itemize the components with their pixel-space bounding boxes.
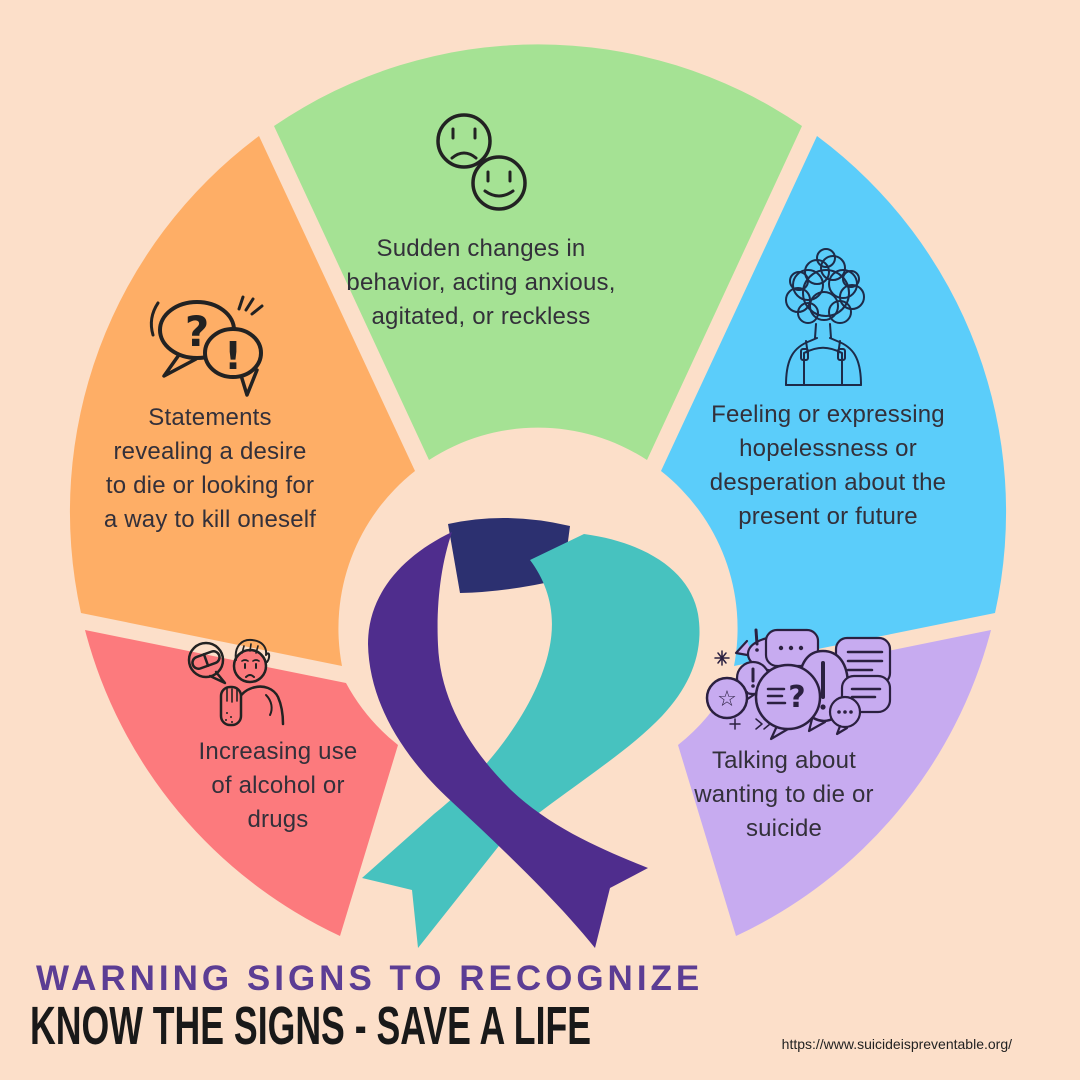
ribbon-teal-strand [362, 534, 700, 948]
label-line: behavior, acting anxious, [346, 269, 616, 296]
label-line: desperation about the [709, 469, 947, 496]
label-line: present or future [738, 503, 918, 530]
label-line: Sudden changes in [376, 235, 586, 262]
tangled-thoughts-person-icon [785, 248, 865, 386]
suicide-prevention-awareness-ribbon [362, 517, 700, 948]
heading-know-the-signs: KNOW THE SIGNS - SAVE A LIFE [30, 999, 880, 1053]
svg-text:!: ! [224, 334, 241, 378]
sector-sudden-changes [274, 44, 802, 461]
svg-text:?: ? [788, 680, 805, 715]
question-exclaim-bubbles-icon: ? ! [149, 295, 264, 397]
label-line: drugs [247, 806, 309, 833]
segment-label-substance-use: Increasing use of alcohol or drugs [158, 735, 398, 837]
label-line: wanting to die or [694, 781, 874, 808]
label-line: suicide [745, 815, 823, 842]
heading-warning-signs: WARNING SIGNS TO RECOGNIZE [36, 959, 704, 998]
label-line: agitated, or reckless [371, 303, 591, 330]
label-line: Talking about [711, 747, 857, 774]
svg-text:☆: ☆ [717, 687, 737, 712]
label-line: Statements [148, 404, 272, 431]
label-line: revealing a desire [113, 438, 307, 465]
sector-hopelessness [661, 136, 1007, 666]
label-line: to die or looking for [105, 472, 315, 499]
sector-statements [69, 136, 416, 666]
segment-label-hopelessness: Feeling or expressing hopelessness or de… [668, 398, 988, 534]
ribbon-purple-strand [368, 532, 648, 948]
refusing-pills-person-icon [187, 638, 285, 727]
speech-bubbles-cluster-icon: ☆ ? [705, 628, 892, 741]
label-line: of alcohol or [211, 772, 345, 799]
two-mood-faces-icon [436, 113, 527, 211]
segment-label-statements: Statements revealing a desire to die or … [65, 401, 355, 537]
label-line: hopelessness or [739, 435, 917, 462]
source-url: https://www.suicideispreventable.org/ [781, 1036, 1012, 1052]
heading-know-the-signs-text: KNOW THE SIGNS - SAVE A LIFE [30, 996, 592, 1056]
sector-substance-use [85, 630, 398, 936]
label-line: Feeling or expressing [711, 401, 945, 428]
label-line: a way to kill oneself [103, 506, 317, 533]
label-line: Increasing use [198, 738, 358, 765]
segment-label-sudden-changes: Sudden changes in behavior, acting anxio… [316, 232, 646, 334]
segment-label-talking-about-death: Talking about wanting to die or suicide [654, 744, 914, 846]
